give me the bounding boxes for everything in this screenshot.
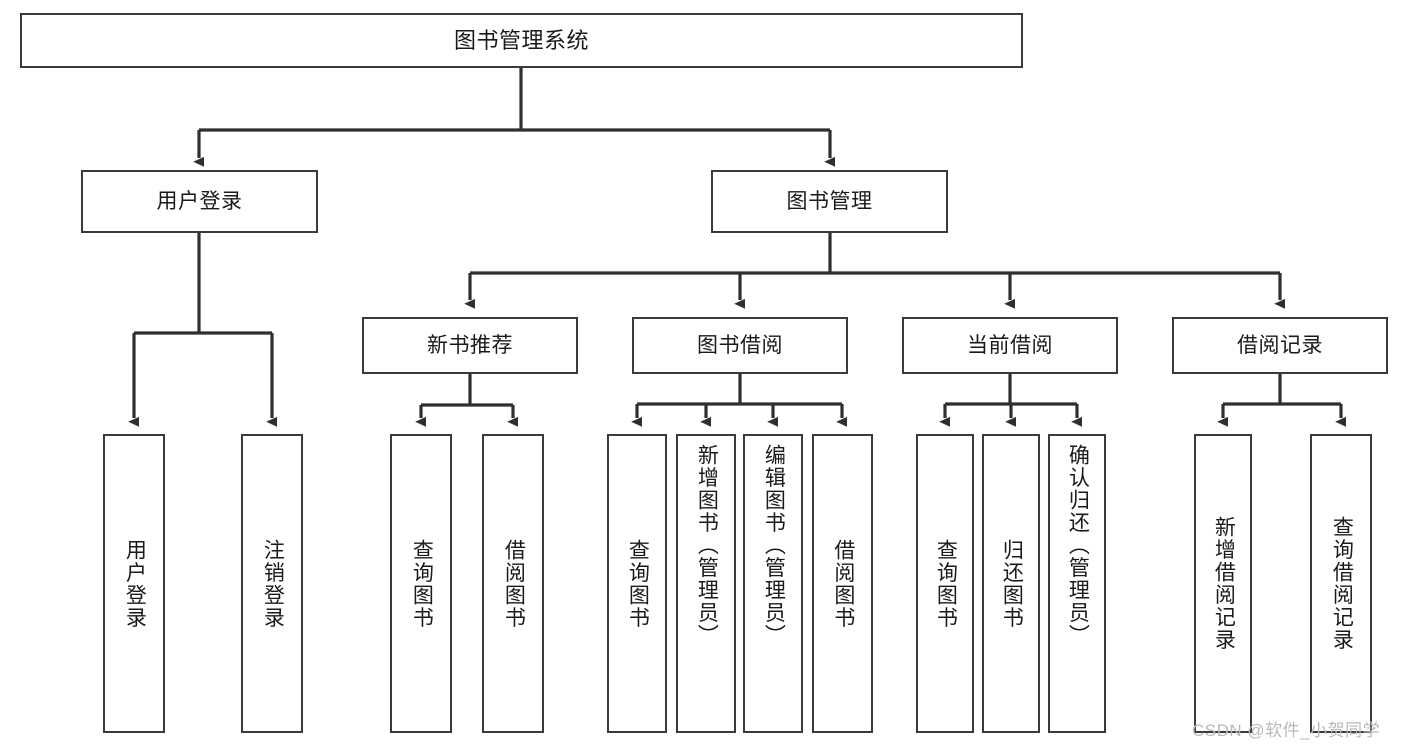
node-label: 新增图书（管理员） [695, 444, 719, 647]
node-label: 借阅记录 [1237, 334, 1323, 357]
leaf-borrow-record-query-record[interactable]: 查询借阅记录 [1310, 434, 1372, 733]
node-book-management[interactable]: 图书管理 [711, 170, 948, 233]
node-book-borrow[interactable]: 图书借阅 [632, 317, 848, 374]
node-label: 用户登录 [123, 538, 147, 629]
leaf-borrow-record-add-record[interactable]: 新增借阅记录 [1194, 434, 1252, 733]
node-label: 当前借阅 [967, 334, 1053, 357]
node-label: 新书推荐 [427, 334, 513, 357]
node-label: 查询图书 [934, 538, 958, 629]
node-label: 借阅图书 [831, 538, 855, 629]
node-user-login[interactable]: 用户登录 [81, 170, 318, 233]
node-label: 编辑图书（管理员） [762, 444, 786, 647]
node-label: 图书管理 [786, 190, 873, 213]
leaf-new-book-borrow-book[interactable]: 借阅图书 [482, 434, 544, 733]
node-label: 归还图书 [1000, 538, 1024, 629]
node-label: 确认归还（管理员） [1066, 444, 1090, 647]
leaf-current-borrow-return-book[interactable]: 归还图书 [982, 434, 1040, 733]
node-label: 注销登录 [261, 538, 285, 629]
leaf-user-login-login[interactable]: 用户登录 [103, 434, 165, 733]
leaf-current-borrow-confirm-return[interactable]: 确认归还（管理员） [1048, 434, 1106, 733]
node-label: 查询借阅记录 [1330, 516, 1354, 651]
node-label: 图书借阅 [697, 334, 783, 357]
node-root-system[interactable]: 图书管理系统 [20, 13, 1023, 68]
leaf-current-borrow-query-book[interactable]: 查询图书 [916, 434, 974, 733]
node-label: 查询图书 [410, 538, 434, 629]
leaf-new-book-query-book[interactable]: 查询图书 [390, 434, 452, 733]
leaf-book-borrow-add-book[interactable]: 新增图书（管理员） [676, 434, 736, 733]
node-label: 新增借阅记录 [1212, 516, 1236, 651]
node-borrow-record[interactable]: 借阅记录 [1172, 317, 1388, 374]
leaf-book-borrow-query-book[interactable]: 查询图书 [607, 434, 667, 733]
node-label: 查询图书 [626, 538, 650, 629]
node-new-book-recommend[interactable]: 新书推荐 [362, 317, 578, 374]
node-label: 借阅图书 [502, 538, 526, 629]
leaf-user-login-logout[interactable]: 注销登录 [241, 434, 303, 733]
node-label: 图书管理系统 [453, 27, 589, 53]
node-current-borrow[interactable]: 当前借阅 [902, 317, 1118, 374]
leaf-book-borrow-edit-book[interactable]: 编辑图书（管理员） [743, 434, 803, 733]
node-label: 用户登录 [156, 190, 243, 213]
leaf-book-borrow-borrow-book[interactable]: 借阅图书 [812, 434, 873, 733]
